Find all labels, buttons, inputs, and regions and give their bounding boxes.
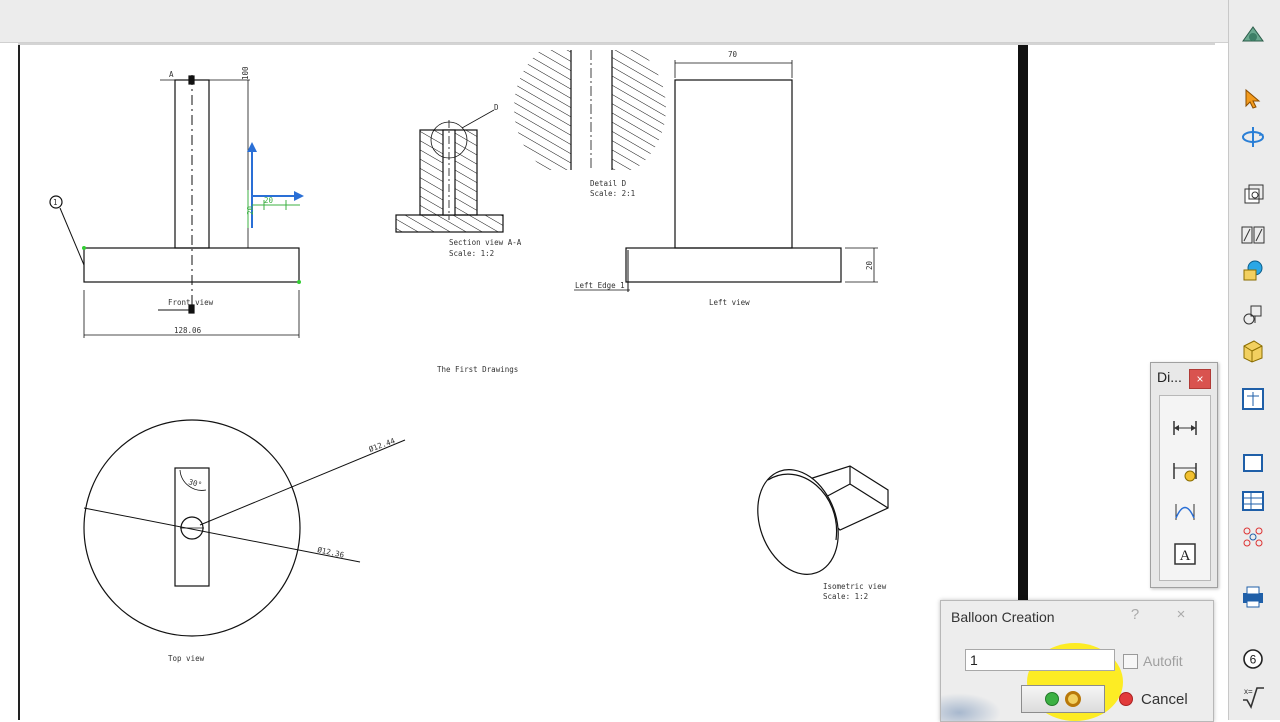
left-view[interactable] <box>574 60 878 292</box>
cursor-click-icon <box>1065 691 1081 707</box>
section-view[interactable] <box>395 109 504 233</box>
cancel-button[interactable]: Cancel <box>1119 687 1203 711</box>
detail-view-icon[interactable] <box>1237 256 1269 286</box>
detail-label: Detail D <box>590 179 627 188</box>
sheet-frame-right-bar <box>1018 45 1028 630</box>
svg-text:x=: x= <box>1244 687 1253 696</box>
left-view-label: Left view <box>709 298 750 307</box>
front-view-label: Front view <box>168 298 214 307</box>
chained-dimensions-icon[interactable] <box>1168 456 1202 488</box>
marker-a: A <box>169 70 174 79</box>
drafting-workbench-icon[interactable] <box>1237 20 1269 50</box>
isometric-view-icon[interactable] <box>1237 336 1269 366</box>
detail-marker: D <box>494 103 499 112</box>
balloon-dialog-help-button[interactable]: ? <box>1130 606 1140 623</box>
left-dim-side: 20 <box>865 260 874 270</box>
dim-height-text: 100 <box>241 66 250 80</box>
section-cut-arrow <box>188 304 195 314</box>
isometric-view[interactable] <box>744 458 889 585</box>
dim-small-text-2: 20 <box>246 205 255 215</box>
dimension-palette-close-button[interactable]: × <box>1189 369 1211 389</box>
background-artifact <box>941 693 1001 721</box>
cancel-label: Cancel <box>1141 690 1188 708</box>
printer-icon[interactable] <box>1237 582 1269 612</box>
dimensioning-icon[interactable] <box>1237 384 1269 414</box>
formula-icon[interactable]: x= <box>1237 682 1269 712</box>
section-label: Section view A-A <box>449 238 522 247</box>
section-cut-arrow-top <box>188 75 195 85</box>
top-view[interactable] <box>83 419 406 637</box>
dim-width-text: 128.06 <box>174 326 202 335</box>
select-arrow-icon[interactable] <box>1237 84 1269 114</box>
clipping-view-icon[interactable] <box>1237 300 1269 330</box>
section-scale: Scale: 1:2 <box>449 249 494 258</box>
balloon-circle[interactable] <box>49 195 63 209</box>
balloon-number: 1 <box>53 198 58 207</box>
top-view-label: Top view <box>168 654 205 663</box>
section-view-icon[interactable] <box>1237 220 1269 250</box>
balloon-leader <box>59 207 85 266</box>
ok-icon <box>1045 692 1059 706</box>
pattern-icon[interactable] <box>1237 522 1269 552</box>
iso-scale: Scale: 1:2 <box>823 592 868 601</box>
geometric-tolerance-icon[interactable] <box>1168 496 1202 528</box>
ok-button[interactable] <box>1021 685 1105 713</box>
frame-icon[interactable] <box>1237 448 1269 478</box>
dimension-palette-body: A <box>1159 395 1211 581</box>
step-badge-text: 6 <box>1250 653 1257 667</box>
left-dim-top: 70 <box>728 50 738 59</box>
selection-point-1 <box>82 246 86 250</box>
selection-point-2 <box>297 280 301 284</box>
balloon-number-input[interactable] <box>965 649 1115 671</box>
text-icon[interactable]: A <box>1168 538 1202 570</box>
dimension-palette-title: Di... <box>1157 369 1182 385</box>
table-icon[interactable] <box>1237 486 1269 516</box>
top-angle-text: 30° <box>187 477 202 489</box>
dimension-palette[interactable]: Di... × A <box>1150 362 1218 588</box>
step-badge-icon: 6 <box>1237 644 1269 674</box>
balloon-dialog-close-button[interactable]: × <box>1176 606 1186 623</box>
cancel-icon <box>1119 692 1133 706</box>
right-toolbar: 6 x= <box>1228 0 1280 720</box>
dia-2-text: Ø12.36 <box>317 545 346 560</box>
front-view-icon[interactable] <box>1237 180 1269 210</box>
detail-scale: Scale: 2:1 <box>590 189 635 198</box>
dim-small-text: 20 <box>264 196 274 205</box>
left-edge-label[interactable]: Left Edge 1 <box>575 281 625 290</box>
detail-view[interactable] <box>510 50 672 170</box>
balloon-creation-dialog[interactable]: Balloon Creation ? × Autofit Cancel <box>940 600 1214 722</box>
autofit-label: Autofit <box>1143 653 1183 669</box>
top-toolbar <box>0 0 1228 43</box>
view-axis-triad[interactable] <box>247 142 304 228</box>
balloon-dialog-title: Balloon Creation <box>951 609 1055 625</box>
svg-text:A: A <box>1180 548 1191 564</box>
iso-label: Isometric view <box>823 582 887 591</box>
autofit-checkbox[interactable] <box>1123 654 1138 669</box>
drawing-sheet[interactable]: A 1 100 Front view 128.06 20 20 <box>0 43 1225 720</box>
drawing-canvas[interactable]: A 1 100 Front view 128.06 20 20 <box>0 43 1225 720</box>
dia-1-text: Ø12.44 <box>368 436 397 454</box>
dimensions-icon[interactable] <box>1168 412 1202 444</box>
rotate-view-icon[interactable] <box>1237 122 1269 152</box>
sheet-title: The First Drawings <box>437 365 518 374</box>
